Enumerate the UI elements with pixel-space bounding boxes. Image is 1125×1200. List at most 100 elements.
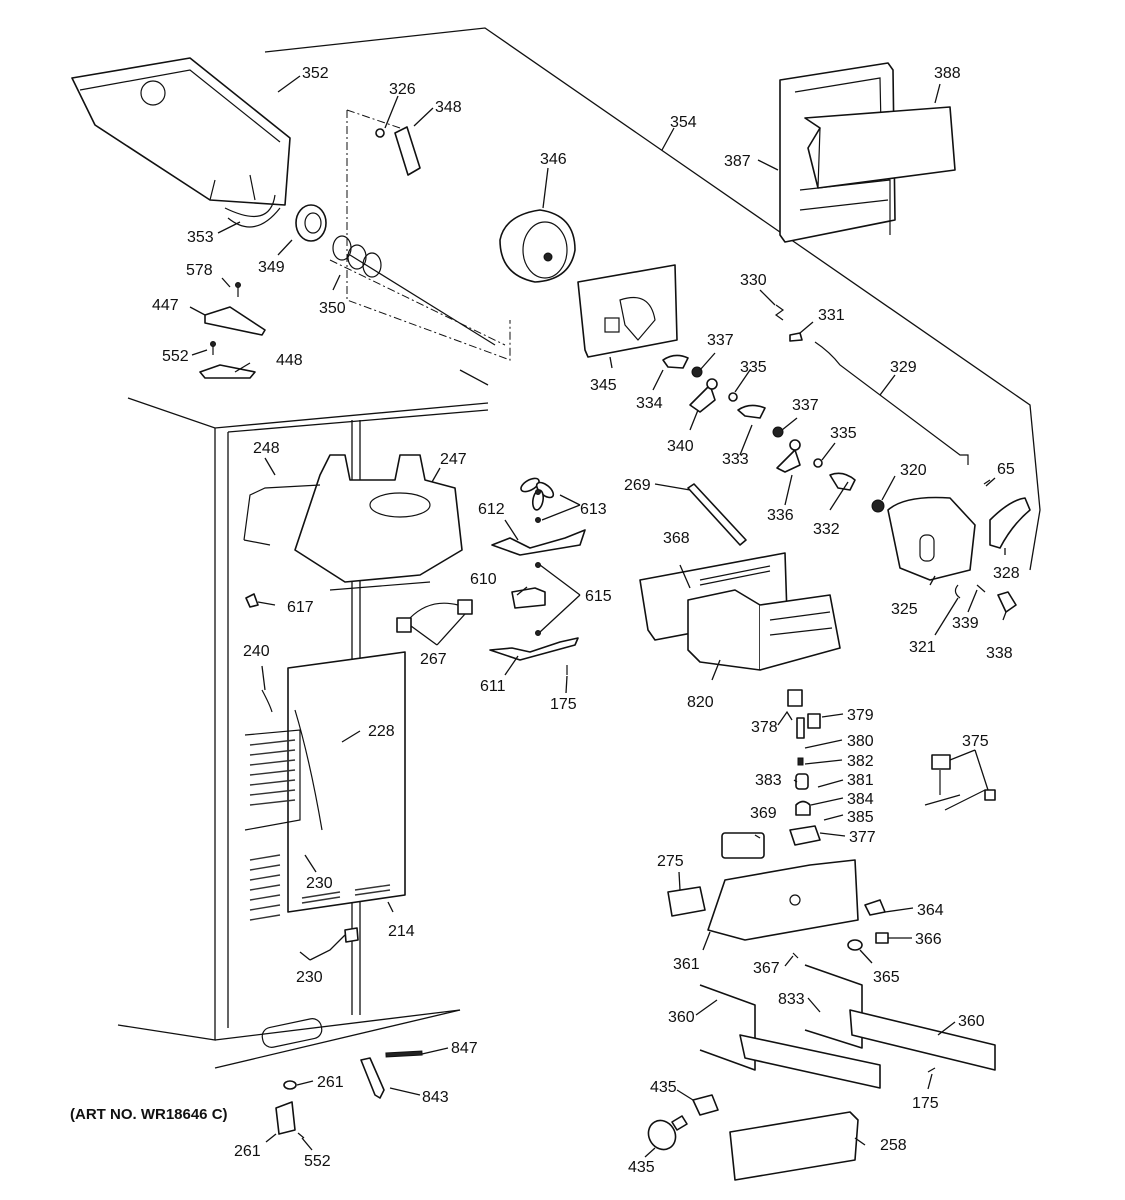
plate-348 — [394, 126, 421, 176]
label-448: 448 — [276, 352, 303, 369]
solenoid-378 — [787, 689, 803, 707]
bracket-612 — [491, 529, 586, 556]
label-360a: 360 — [668, 1009, 695, 1026]
assembly-guide — [329, 109, 511, 361]
tube-248 — [243, 484, 321, 546]
fill-tube-269 — [687, 483, 747, 546]
part-labels: 352 326 348 346 354 388 387 353 349 578 … — [70, 65, 1020, 1176]
cam-333 — [737, 404, 766, 419]
bulb-435 — [647, 1115, 688, 1151]
label-320: 320 — [900, 462, 927, 479]
spring-330 — [774, 304, 785, 321]
label-230a: 230 — [306, 875, 333, 892]
label-175b: 175 — [912, 1095, 939, 1112]
label-240: 240 — [243, 643, 270, 660]
clip-331 — [789, 332, 803, 342]
label-337b: 337 — [792, 397, 819, 414]
label-366: 366 — [915, 931, 942, 948]
fuse-364 — [864, 899, 886, 916]
label-612: 612 — [478, 501, 505, 518]
light-cover-258 — [729, 1111, 859, 1181]
label-326: 326 — [389, 81, 416, 98]
label-385: 385 — [847, 809, 874, 826]
spring-337b — [772, 426, 784, 438]
label-383: 383 — [755, 772, 782, 789]
label-261b: 261 — [234, 1143, 261, 1160]
gear-320 — [871, 499, 885, 513]
label-275: 275 — [657, 853, 684, 870]
fan-blade-613 — [520, 477, 555, 511]
label-261a: 261 — [317, 1074, 344, 1091]
label-338: 338 — [986, 645, 1013, 662]
bracket-448 — [199, 364, 256, 379]
screw-367 — [792, 952, 799, 959]
switch-338 — [997, 591, 1017, 613]
spring-382 — [797, 757, 804, 766]
label-331: 331 — [818, 307, 845, 324]
label-365: 365 — [873, 969, 900, 986]
cover-379 — [807, 713, 821, 729]
evaporator-228 — [244, 729, 301, 921]
harness-267 — [396, 599, 473, 633]
label-340: 340 — [667, 438, 694, 455]
lever-334 — [662, 354, 689, 369]
label-378: 378 — [751, 719, 778, 736]
label-367: 367 — [753, 960, 780, 977]
coupling-349 — [295, 204, 327, 242]
rail-360a — [699, 984, 881, 1089]
label-847: 847 — [451, 1040, 478, 1057]
label-384: 384 — [847, 791, 874, 808]
label-345: 345 — [590, 377, 617, 394]
label-328: 328 — [993, 565, 1020, 582]
screw-65 — [983, 479, 991, 485]
washer-326 — [375, 128, 385, 138]
label-269: 269 — [624, 477, 651, 494]
cam-332 — [829, 472, 856, 491]
label-615: 615 — [585, 588, 612, 605]
label-435b: 435 — [628, 1159, 655, 1176]
label-382: 382 — [847, 753, 874, 770]
bracket-447 — [204, 306, 266, 336]
spacer-335a — [728, 392, 738, 402]
fan-shroud-247 — [294, 454, 463, 591]
label-833: 833 — [778, 991, 805, 1008]
label-361: 361 — [673, 956, 700, 973]
clip-617 — [245, 593, 259, 608]
grommet-613 — [535, 517, 541, 523]
leader-lines — [189, 75, 1007, 1158]
label-375: 375 — [962, 733, 989, 750]
label-377: 377 — [849, 829, 876, 846]
motor-346 — [499, 209, 576, 283]
label-552a: 552 — [162, 348, 189, 365]
label-578: 578 — [186, 262, 213, 279]
label-348: 348 — [435, 99, 462, 116]
housing-361 — [707, 859, 859, 941]
hinge-843 — [360, 1057, 385, 1099]
socket-435 — [692, 1094, 719, 1116]
label-214: 214 — [388, 923, 415, 940]
label-379: 379 — [847, 707, 874, 724]
label-611: 611 — [480, 678, 506, 695]
label-387: 387 — [724, 153, 751, 170]
switch-369 — [721, 832, 765, 859]
ring-353 — [227, 207, 281, 228]
grommet-615a — [535, 562, 541, 568]
harness-375 — [924, 754, 996, 811]
cap-384 — [795, 800, 811, 816]
screw-552b — [297, 1132, 305, 1139]
label-335a: 335 — [740, 359, 767, 376]
bushing-261 — [283, 1080, 297, 1090]
plunger-380 — [796, 717, 805, 739]
label-380: 380 — [847, 733, 874, 750]
label-354: 354 — [670, 114, 697, 131]
label-353: 353 — [187, 229, 214, 246]
spacer-335b — [813, 458, 823, 468]
label-610: 610 — [470, 571, 497, 588]
cap-365 — [847, 939, 863, 951]
label-330: 330 — [740, 272, 767, 289]
spring-337a — [691, 366, 703, 378]
label-350: 350 — [319, 300, 346, 317]
label-346: 346 — [540, 151, 567, 168]
lever-336 — [776, 449, 801, 473]
